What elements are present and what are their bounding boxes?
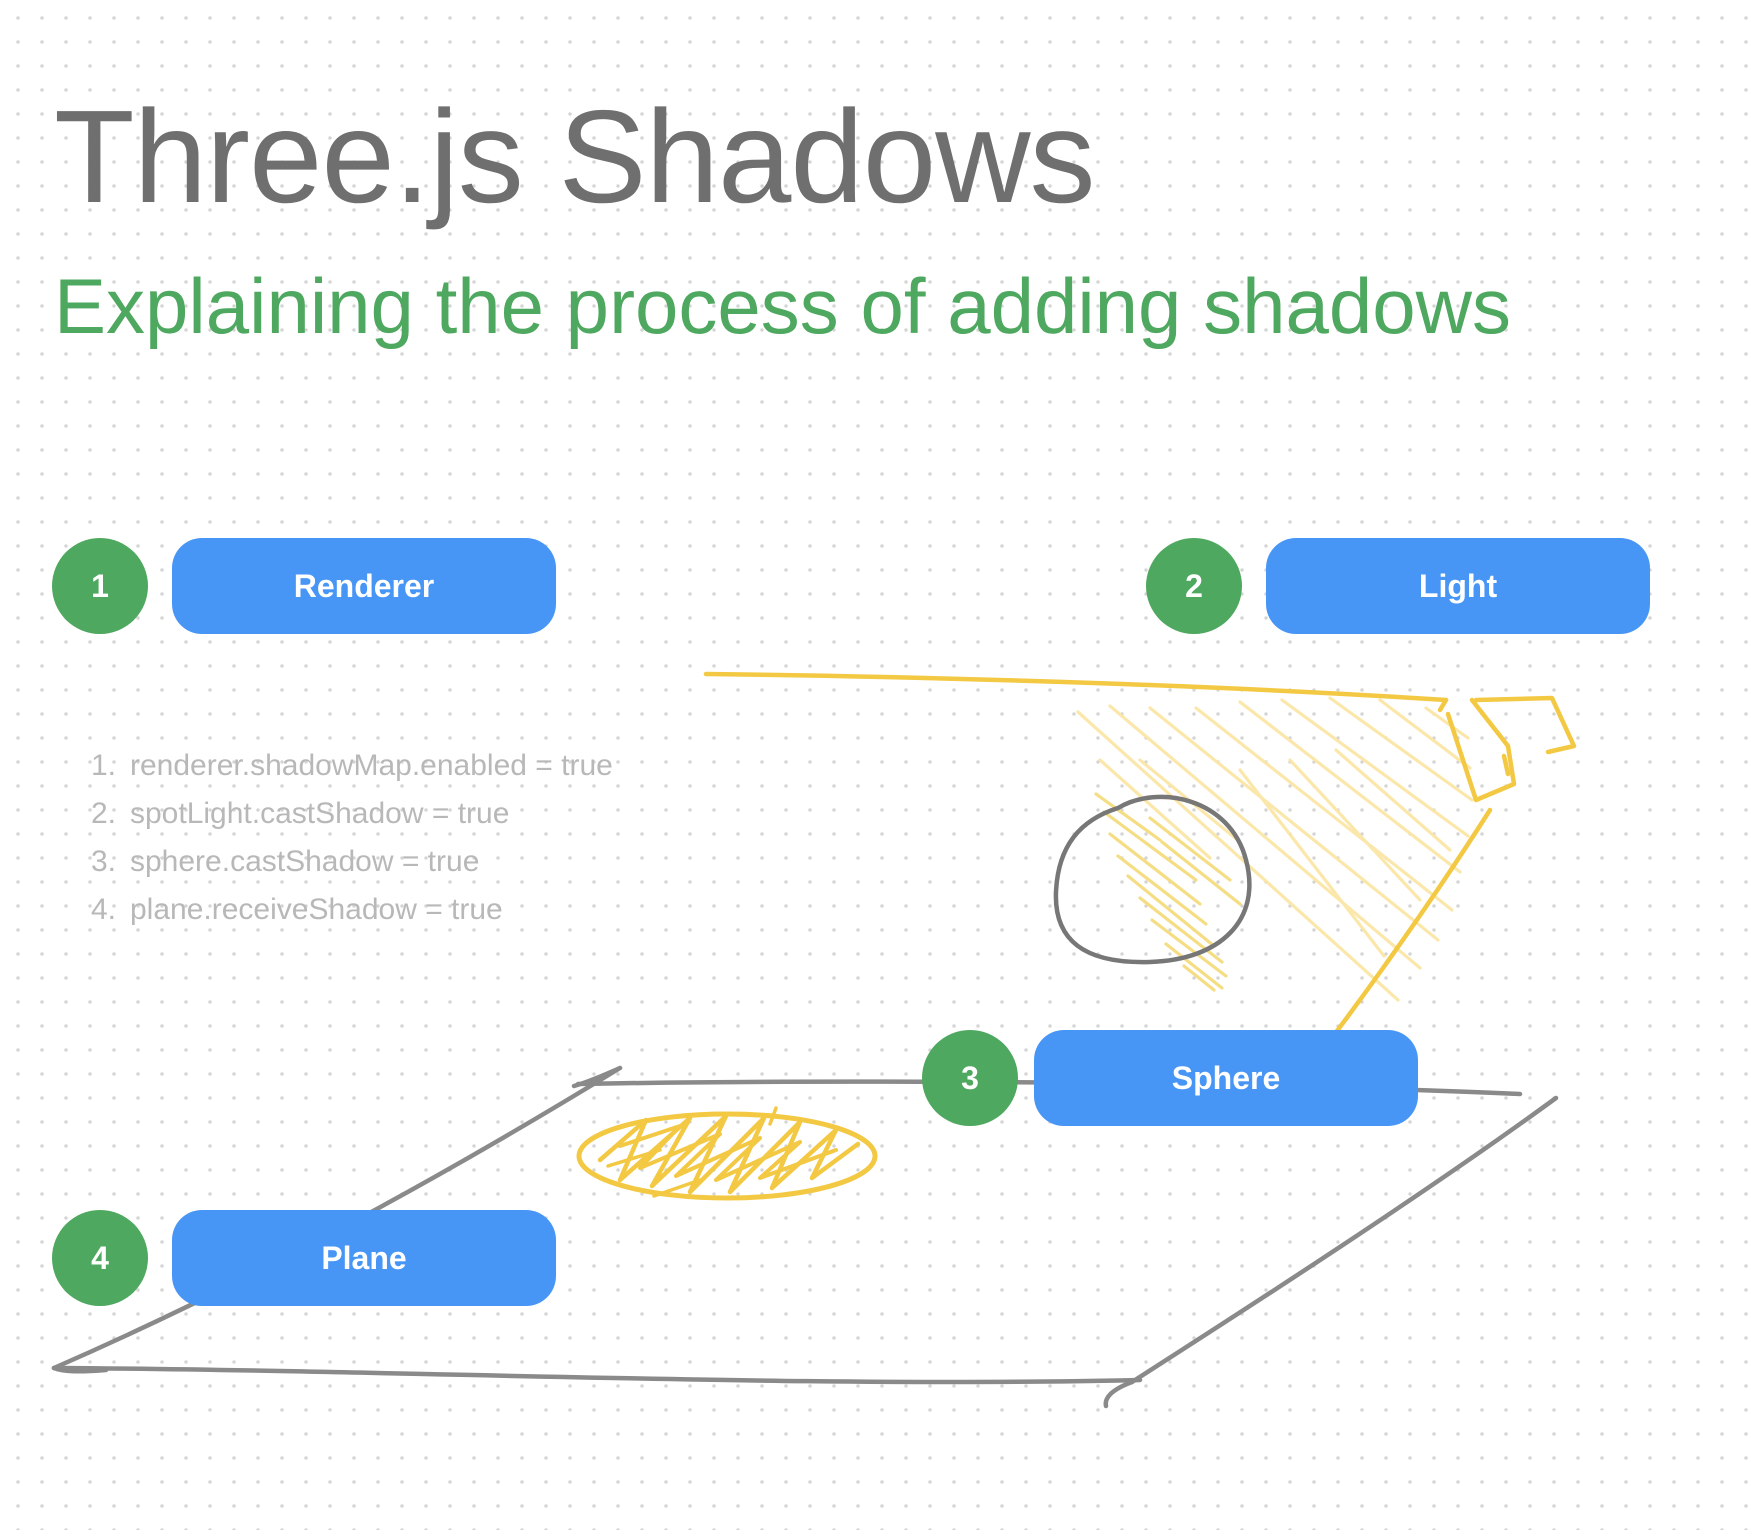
plane-button[interactable]: Plane <box>172 1210 556 1306</box>
code-line: 4. plane.receiveShadow = true <box>64 886 613 934</box>
sphere-button[interactable]: Sphere <box>1034 1030 1418 1126</box>
code-line: 3. sphere.castShadow = true <box>64 838 613 886</box>
code-line-number: 2. <box>90 797 116 830</box>
step-4-badge: 4 <box>52 1210 148 1306</box>
code-line-number: 1. <box>90 749 116 782</box>
code-line-text: renderer.shadowMap.enabled = true <box>130 749 613 782</box>
step-3-badge: 3 <box>922 1030 1018 1126</box>
code-line: 1. renderer.shadowMap.enabled = true <box>64 742 613 790</box>
sphere-sketch <box>1053 792 1252 992</box>
renderer-button[interactable]: Renderer <box>172 538 556 634</box>
code-line-text: spotLight.castShadow = true <box>130 797 510 830</box>
step-1-badge: 1 <box>52 538 148 634</box>
light-button[interactable]: Light <box>1266 538 1650 634</box>
code-line-number: 4. <box>90 893 116 926</box>
code-line-number: 3. <box>90 845 116 878</box>
step-2-badge: 2 <box>1146 538 1242 634</box>
code-line-text: sphere.castShadow = true <box>130 845 480 878</box>
light-beam-hatching <box>1076 696 1474 1002</box>
code-line-text: plane.receiveShadow = true <box>130 893 503 926</box>
code-line: 2. spotLight.castShadow = true <box>64 790 613 838</box>
page-subtitle: Explaining the process of adding shadows <box>54 262 1511 350</box>
shadow-scribble <box>576 1106 878 1201</box>
code-steps-list: 1. renderer.shadowMap.enabled = true 2. … <box>64 742 613 934</box>
page-title: Three.js Shadows <box>54 83 1096 230</box>
